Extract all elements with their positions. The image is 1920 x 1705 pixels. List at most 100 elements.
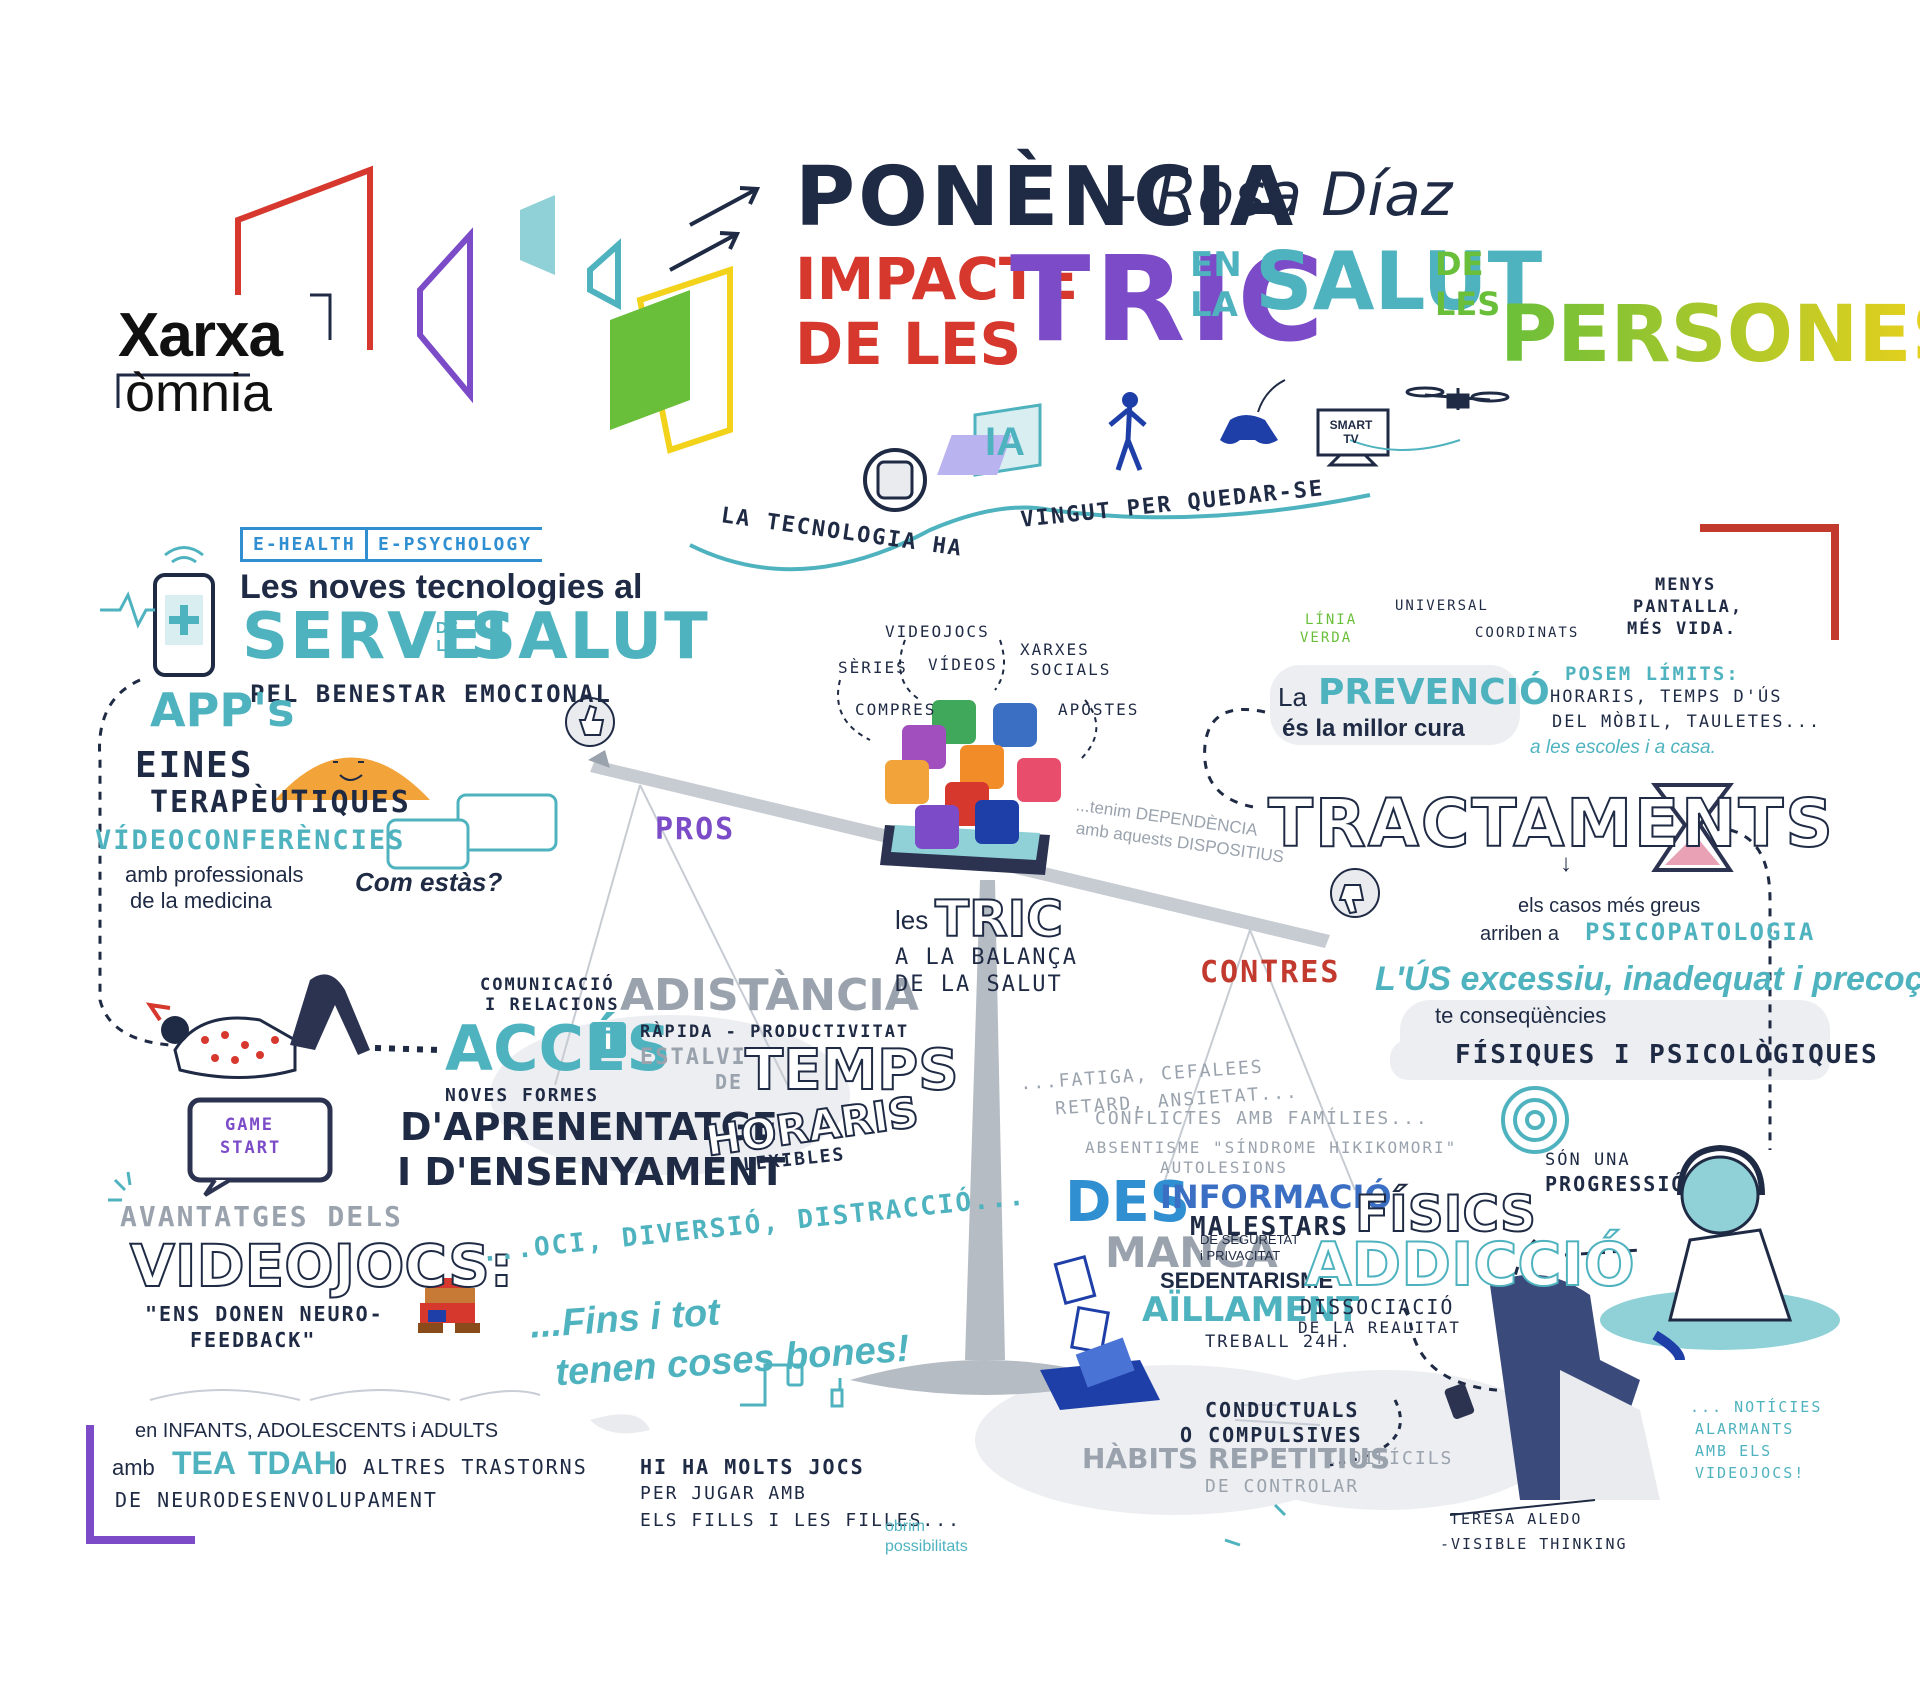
label-series: SÈRIES <box>838 658 908 677</box>
title-de: DE <box>1435 245 1484 283</box>
estalvi-text: ESTALVI <box>640 1045 747 1070</box>
salut-word: SALUT <box>470 600 710 674</box>
servei-word: SERVEI <box>242 600 511 674</box>
title-persones: PERSONES <box>1500 290 1920 380</box>
compulsives-text: O COMPULSIVES <box>1180 1423 1363 1447</box>
menys-line3: MÉS VIDA. <box>1627 619 1738 639</box>
seguretat-line1: DE SEGURETAT <box>1200 1232 1300 1247</box>
eines-word: EINES <box>135 745 254 786</box>
posem-limits: POSEM LÍMITS: <box>1565 663 1740 685</box>
prevencio-dashed-connector <box>1203 707 1266 810</box>
habits-word: HÀBITS REPETITIUS <box>1082 1442 1391 1475</box>
signature-underline <box>1449 1499 1596 1516</box>
jocs-line3: ELS FILLS I LES FILLES... <box>640 1510 961 1531</box>
benestar-text: PEL BENESTAR EMOCIONAL <box>250 680 612 708</box>
smartwatch-icon <box>863 448 927 512</box>
infants-trastorns: O ALTRES TRASTORNS <box>335 1455 588 1479</box>
psicopatologia-word: PSICOPATOLOGIA <box>1585 918 1816 946</box>
tric-word: TRIC <box>934 889 1064 949</box>
treball-text: TREBALL 24H. <box>1205 1332 1352 1352</box>
balanca-text: a la BALANÇA <box>895 945 1078 970</box>
sparkle-decoration-bottom <box>1224 1503 1287 1547</box>
grey-arcs <box>149 1389 541 1401</box>
la-text: La <box>1278 682 1307 712</box>
us-excessiu-text: L'ÚS excessiu, inadequat i precoç <box>1375 960 1920 998</box>
tdah-word: TDAH <box>248 1445 337 1481</box>
infants-amb: amb <box>112 1455 155 1480</box>
arriben-text: arriben a <box>1480 923 1559 945</box>
logo-xarxa: Xarxa <box>118 301 283 370</box>
informacio-word: INFORMACIÓ <box>1160 1178 1392 1216</box>
pixel-mario-icon <box>418 1278 480 1333</box>
title-en: EN <box>1190 245 1242 285</box>
contres-label: CONTRES <box>1200 955 1341 990</box>
verda-text: VERDA <box>1300 630 1353 646</box>
grey-stone-decoration <box>590 1414 650 1434</box>
rapida-text: RÀPIDA - PRODUCTIVITAT <box>640 1022 910 1042</box>
escoles-text: a les escoles i a casa. <box>1530 737 1716 758</box>
logo-omnia: òmnia <box>125 363 273 423</box>
apps-word: APP's <box>150 683 295 737</box>
noticies-line2: ALARMANTS <box>1695 1420 1795 1438</box>
label-videos: VÍDEOS <box>928 655 998 674</box>
sedentarisme-word: SEDENTARISME <box>1160 1268 1334 1293</box>
title-les: LES <box>1435 285 1501 323</box>
arrow-down-icon: ↓ <box>1560 850 1572 877</box>
smartphone-with-app-icons <box>880 700 1061 875</box>
title-la: LA <box>1190 285 1238 325</box>
ensenyament-word: I D'ENSENYAMENT <box>397 1150 786 1194</box>
relaxing-person-illustration <box>145 974 370 1079</box>
label-socials: SOCIALS <box>1030 660 1112 679</box>
neuro-line1: "ENS DONEN NEURO- <box>145 1302 384 1326</box>
amb-professionals-text: amb professionals <box>125 862 304 887</box>
fisics-word: FÍSICS <box>1354 1184 1537 1244</box>
universal-text: UNIVERSAL <box>1395 598 1489 614</box>
smart-tv-label: SMART TV <box>1329 418 1373 446</box>
jocs-line2: PER JUGAR AMB <box>640 1483 807 1504</box>
tagline-wave <box>689 493 1371 572</box>
terapeutiques-word: TERAPÈUTIQUES <box>150 785 411 820</box>
son-una-text: SÓN UNA <box>1545 1150 1631 1170</box>
start-label: START <box>220 1138 282 1158</box>
author-credit: -VISIBLE THINKING <box>1440 1535 1628 1553</box>
tag-e-psychology: E-PSYCHOLOGY <box>365 527 543 562</box>
tag-e-health: E-HEALTH <box>240 527 366 562</box>
absentisme-text: ABSENTISME "SÍNDROME HIKIKOMORI" <box>1085 1138 1458 1157</box>
ponencia-title: PONÈNCIA <box>795 150 1297 245</box>
obrim-text: obrim <box>885 1518 926 1535</box>
tea-word: TEA <box>172 1445 236 1481</box>
right-dashed-connector <box>1729 828 1772 1150</box>
comunicacio-text: COMUNICACIÓ <box>480 975 615 995</box>
noves-formes-text: NOVES FORMES <box>445 1085 600 1106</box>
spiral-icon <box>1501 1086 1569 1154</box>
noticies-line1: ... NOTÍCIES <box>1690 1398 1823 1416</box>
dificils-text: i DIFÍCILS <box>1325 1448 1454 1469</box>
conflictes-text: CONFLICTES AMB FAMÍLIES... <box>1095 1108 1429 1129</box>
chat-bubbles-icon <box>386 793 558 870</box>
adistancia-word: ADISTÀNCIA <box>620 970 919 1021</box>
videoconferencies-word: VÍDEOCONFERÈNCIES <box>95 825 406 856</box>
decor-wave <box>1349 439 1461 451</box>
sparkle-decoration <box>108 1171 132 1202</box>
coordinats-text: COORDINATS <box>1475 625 1580 641</box>
title-salut: SALUT <box>1255 235 1543 328</box>
noticies-line3: AMB ELS <box>1695 1442 1773 1460</box>
hourglass-icon <box>1651 783 1734 872</box>
acces-word: ACCÉS <box>445 1012 671 1085</box>
conductuals-text: CONDUCTUALS <box>1205 1398 1360 1422</box>
title-de-les: DE LES <box>795 310 1022 378</box>
progressio-word: PROGRESSIÓ <box>1545 1172 1686 1196</box>
de-la-small: DE LA <box>435 620 459 655</box>
label-compres: COMPRES <box>855 700 937 719</box>
grey-strokes <box>1234 1404 1321 1426</box>
menys-line1: MENYS <box>1655 575 1717 595</box>
dissociacio-text: DISSOCIACIÓ <box>1300 1295 1455 1319</box>
title-arrows <box>669 186 761 272</box>
de-small-text: DE <box>715 1070 744 1094</box>
possibilitats-text: possibilitats <box>885 1538 968 1555</box>
prevencio-word: PREVENCIÓ <box>1318 672 1550 713</box>
title-impacte: IMPACTE <box>795 245 1079 313</box>
fisiques-text: FÍSIQUES i PSICOLÒGIQUES <box>1455 1040 1879 1070</box>
neuro-line2: FEEDBACK" <box>190 1328 317 1352</box>
